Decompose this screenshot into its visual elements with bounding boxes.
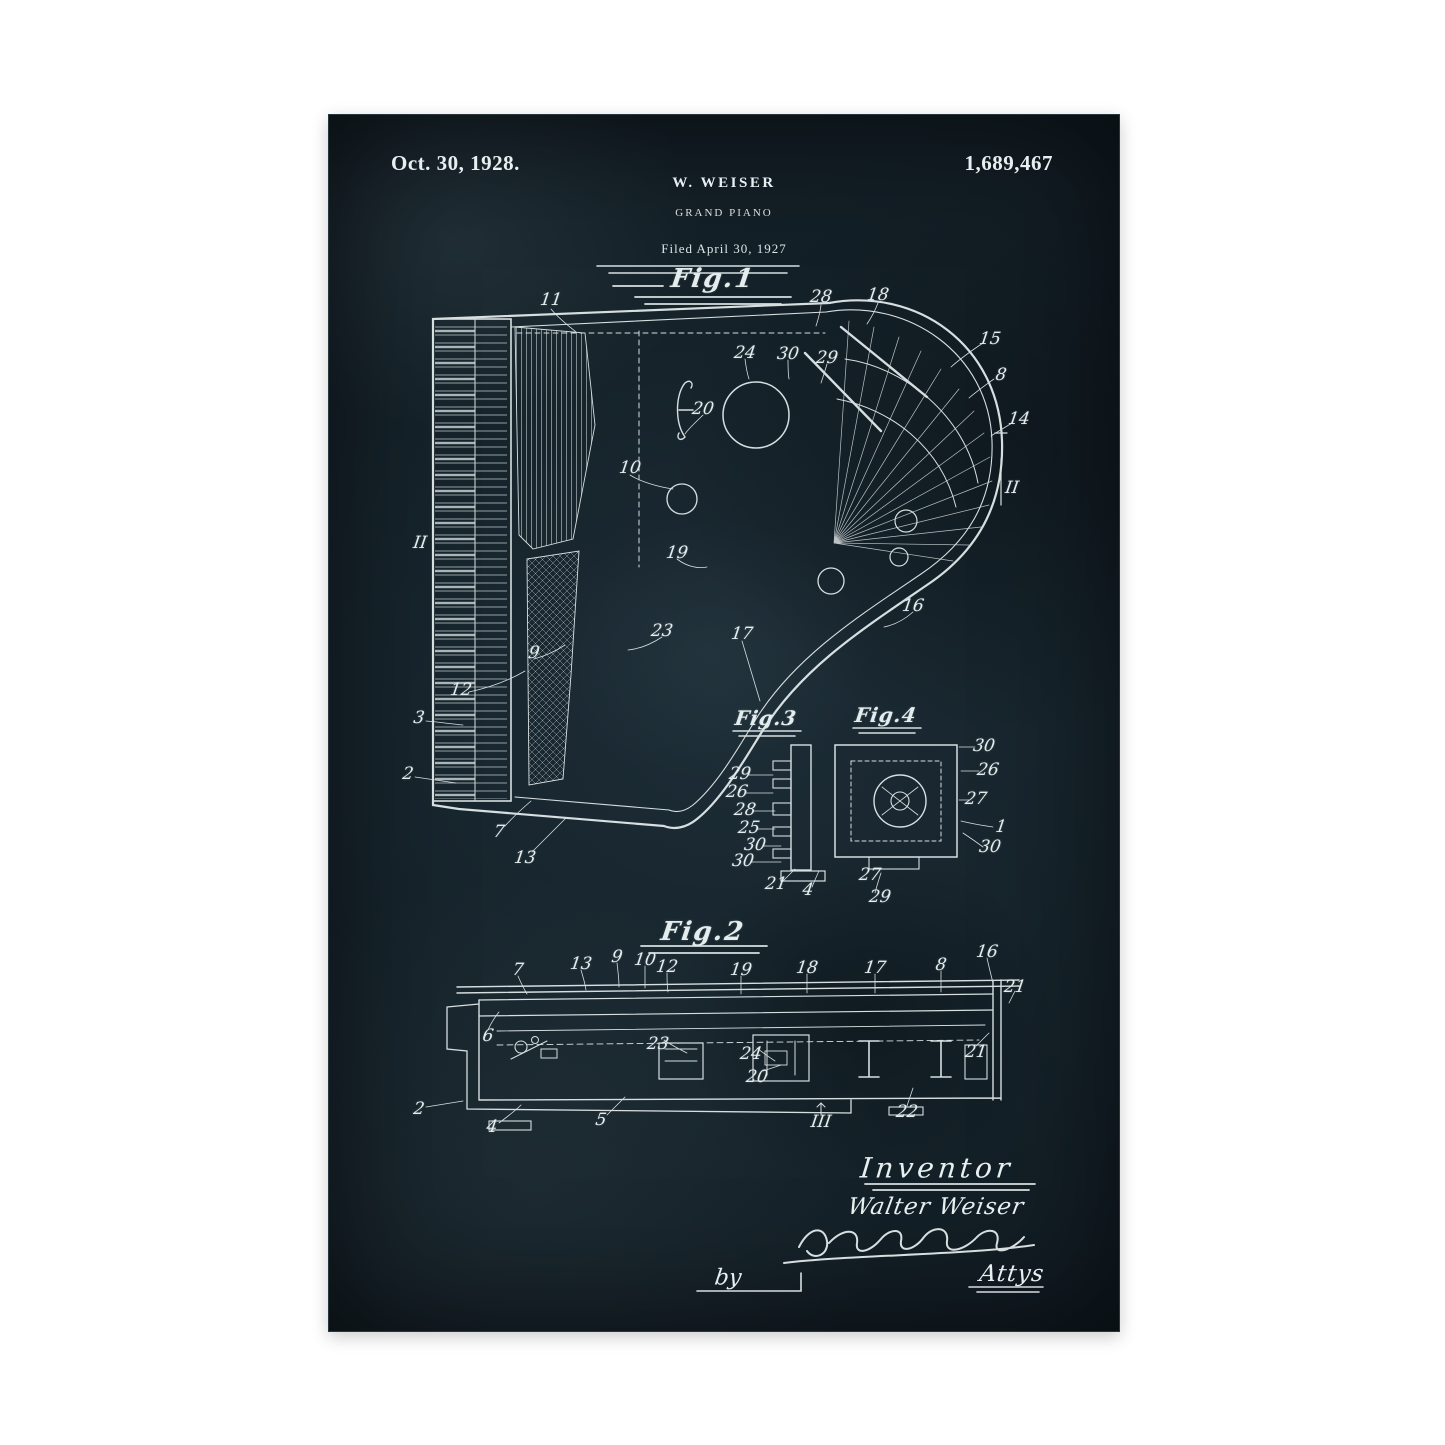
ref-numeral: 8	[994, 365, 1008, 385]
figure-label: Fig.2	[659, 917, 747, 947]
ref-numeral: 17	[729, 624, 755, 644]
ref-numeral: 29	[867, 887, 893, 907]
ref-numeral: 23	[645, 1034, 671, 1054]
ref-numeral: 14	[1006, 409, 1032, 429]
ref-numeral: 26	[724, 782, 750, 802]
patent-poster: Oct. 30, 1928. 1,689,467 W. WEISER GRAND…	[328, 114, 1120, 1332]
ref-numeral: 10	[632, 950, 658, 970]
ref-numeral: 26	[975, 760, 1001, 780]
ref-numeral: 13	[568, 954, 594, 974]
ref-numeral: 10	[617, 458, 643, 478]
ref-numeral: 29	[727, 764, 753, 784]
fig3-drawing	[732, 730, 882, 894]
ref-numeral: 7	[511, 960, 525, 980]
inventor-label: Inventor	[858, 1151, 1016, 1185]
ref-numeral: 21	[1002, 977, 1028, 997]
fig1-leader-lines	[414, 302, 1013, 853]
ref-numeral: 1	[994, 817, 1008, 837]
ref-numeral: II	[411, 533, 429, 553]
ref-numeral: 18	[794, 958, 820, 978]
patent-drawing	[414, 265, 1044, 1293]
ref-numeral: III	[809, 1112, 833, 1132]
ref-numeral: 27	[963, 789, 989, 809]
ref-numeral: 19	[728, 960, 754, 980]
ref-numeral: 3	[412, 708, 426, 728]
figure-label: Fig.4	[853, 703, 919, 727]
ref-numeral: 12	[448, 680, 474, 700]
fig1-label-underline	[612, 285, 792, 305]
inventor-underline	[864, 1183, 1036, 1191]
ref-numeral: 12	[654, 957, 680, 977]
ref-numeral: 24	[732, 343, 758, 363]
ref-numeral: 4	[801, 880, 815, 900]
ref-numeral: 5	[594, 1110, 608, 1130]
ref-numeral: 20	[744, 1067, 770, 1087]
ref-numeral: 13	[512, 848, 538, 868]
ref-numeral: 16	[900, 596, 926, 616]
patent-date: Oct. 30, 1928.	[391, 151, 520, 175]
attorney-signature	[783, 1228, 1035, 1264]
fig2-drawing	[425, 957, 1020, 1131]
ref-numeral: 23	[649, 621, 675, 641]
patent-number: 1,689,467	[964, 151, 1053, 175]
fig1-drawing	[414, 299, 1013, 853]
by-label: by	[712, 1265, 744, 1291]
ref-numeral: 8	[934, 955, 948, 975]
ref-numeral: 19	[664, 543, 690, 563]
figure-label: Fig.3	[733, 706, 799, 730]
ref-numeral: 9	[527, 643, 541, 663]
ref-numeral: 30	[775, 344, 801, 364]
fig4-drawing	[834, 727, 994, 870]
inventor-name-heading: W. WEISER	[672, 175, 776, 191]
ref-numeral: 29	[814, 348, 840, 368]
ref-numeral: 6	[481, 1026, 495, 1046]
invention-title: GRAND PIANO	[675, 207, 773, 219]
ref-numeral: 27	[857, 865, 883, 885]
ref-numeral: 30	[977, 837, 1003, 857]
ref-numeral: 24	[738, 1044, 764, 1064]
figure-label: Fig.1	[669, 264, 757, 294]
ref-numeral: 4	[485, 1117, 499, 1137]
ref-numeral: 7	[492, 822, 506, 842]
by-underline	[696, 1272, 802, 1292]
ref-numeral: 21	[963, 1042, 989, 1062]
ref-numeral: II	[1003, 478, 1021, 498]
ref-numeral: 2	[401, 764, 415, 784]
attorneys-label: Attys	[977, 1261, 1047, 1287]
ref-numeral: 15	[977, 329, 1003, 349]
ref-numeral: 9	[610, 947, 624, 967]
inventor-signature-name: Walter Weiser	[845, 1194, 1027, 1220]
ref-numeral: 17	[862, 958, 888, 978]
ref-numeral: 11	[538, 290, 564, 310]
ref-numeral: 30	[730, 851, 756, 871]
attys-underline	[968, 1286, 1044, 1293]
ref-numeral: 21	[763, 874, 789, 894]
fig2-label-underline	[640, 945, 768, 954]
ref-numeral: 20	[690, 399, 716, 419]
ref-numeral: 28	[732, 800, 758, 820]
ref-numeral: 18	[865, 285, 891, 305]
filed-underline	[596, 265, 800, 274]
ref-numeral: 28	[808, 287, 834, 307]
ref-numeral: 2	[412, 1099, 426, 1119]
ref-numeral: 16	[974, 942, 1000, 962]
ref-numeral: 22	[894, 1102, 920, 1122]
fig2-leader-lines	[425, 957, 1016, 1124]
ref-numeral: 30	[971, 736, 997, 756]
filed-date: Filed April 30, 1927	[661, 241, 787, 256]
